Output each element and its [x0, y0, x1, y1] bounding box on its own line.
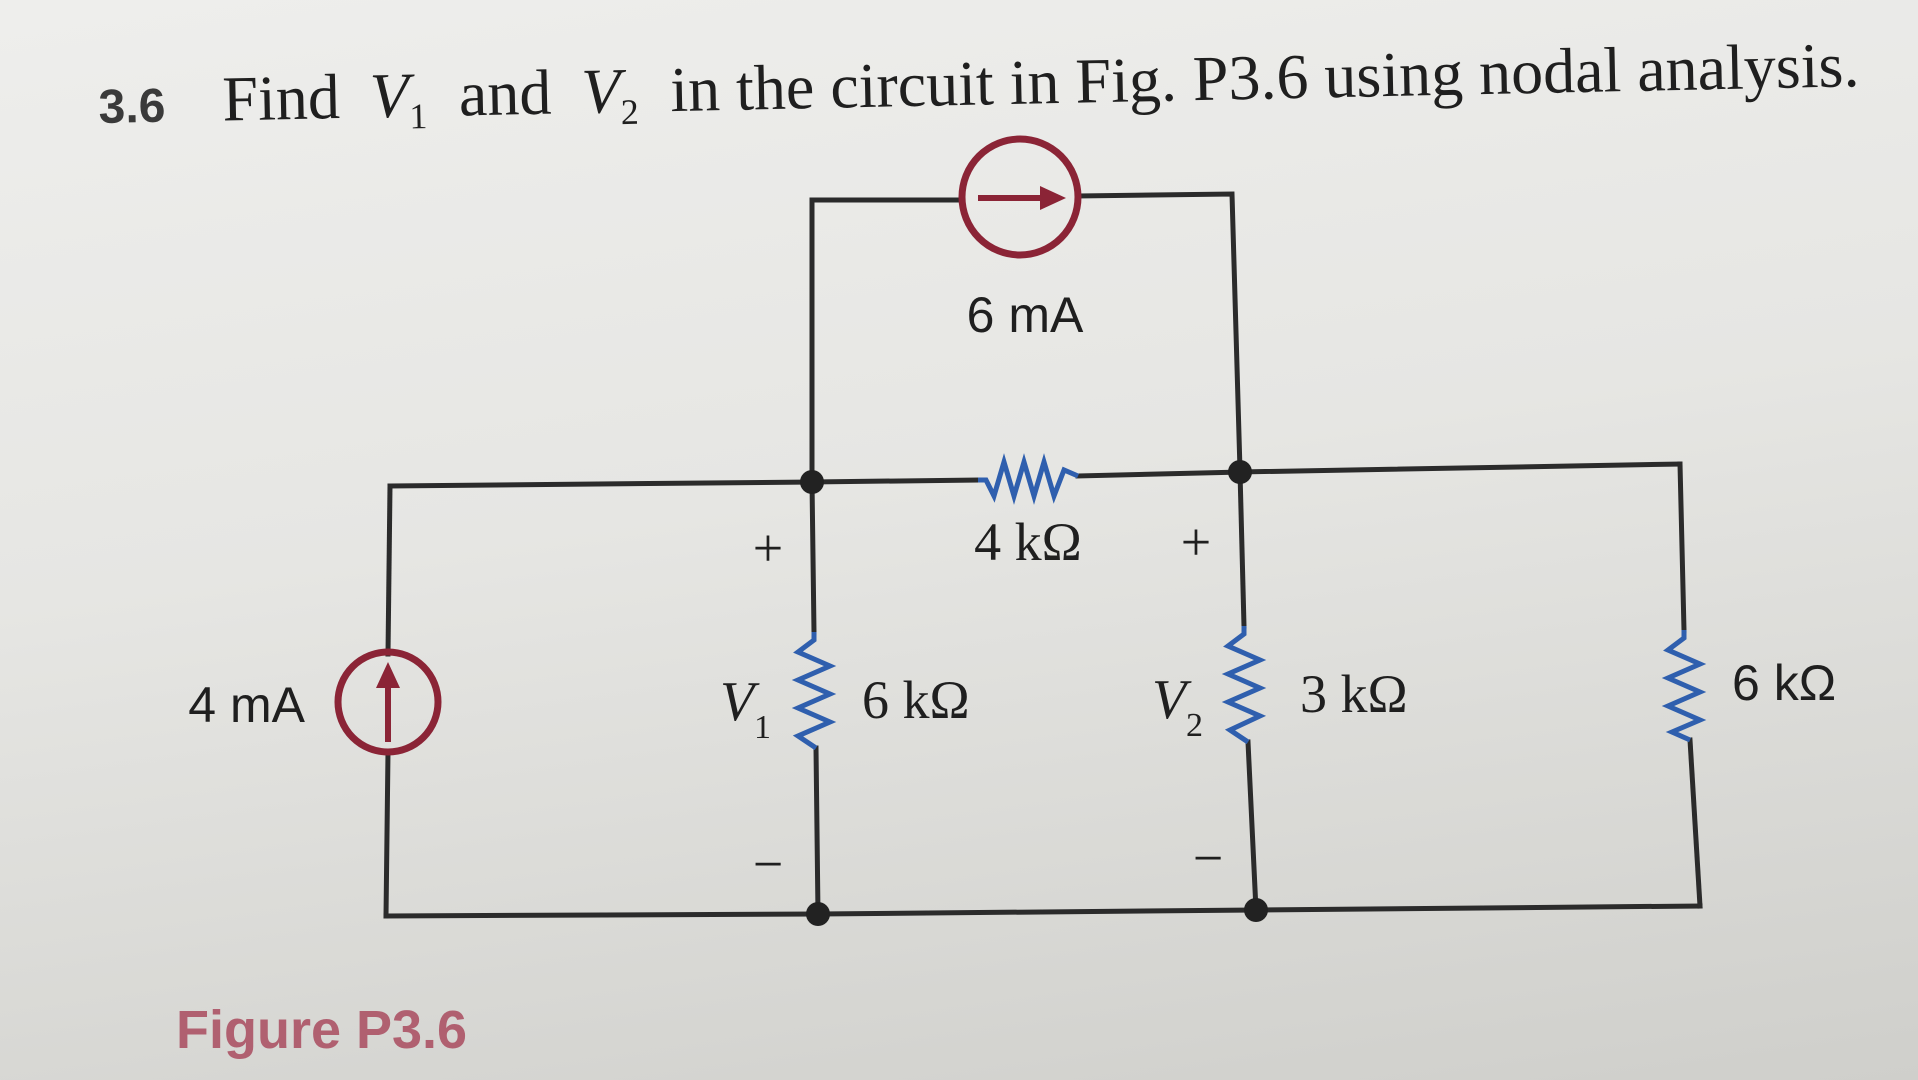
v1-minus-sign: − [753, 834, 783, 894]
v2-symbol: V [1152, 669, 1192, 731]
wire-right-lower [1687, 737, 1703, 909]
circuit-wires [383, 191, 1703, 919]
label-6ma: 6 mA [967, 287, 1084, 343]
current-source-4ma [334, 648, 442, 756]
wire-right-upper [1677, 461, 1687, 633]
label-3k-v2: 3 kΩ [1300, 664, 1408, 724]
problem-text-and: and [458, 57, 552, 130]
node-v2-bottom [1244, 898, 1268, 922]
wire-node1-left [387, 479, 815, 489]
v1-plus-sign: + [753, 518, 783, 578]
node-v2-top [1228, 460, 1252, 484]
wire-node2-right [1237, 461, 1683, 475]
node-v1-bottom [806, 902, 830, 926]
wire-top-left [809, 197, 965, 483]
resistor-4k [978, 453, 1079, 505]
v2-subscript: 2 [1186, 707, 1203, 744]
problem-statement: 3.6 Find V1 and V2 in the circuit in Fig… [98, 29, 1861, 146]
resistor-6k-v1 [791, 632, 837, 751]
problem-text-rest: in the circuit in Fig. P3.6 using nodal … [670, 29, 1860, 125]
problem-v1-sub: 1 [409, 96, 428, 136]
wire-v1-upper [809, 479, 817, 635]
label-4ma: 4 mA [188, 677, 305, 733]
label-4k: 4 kΩ [974, 512, 1082, 572]
v2-plus-sign: + [1181, 512, 1211, 572]
wire-v1-lower [813, 745, 821, 917]
v1-subscript: 1 [754, 709, 771, 746]
wire-left-upper [385, 483, 393, 657]
wire-v2-lower [1245, 739, 1259, 913]
label-6k-v1: 6 kΩ [862, 670, 970, 730]
arrowhead-right-icon [1040, 186, 1066, 210]
v1-symbol: V [720, 671, 760, 733]
current-source-6ma [958, 135, 1082, 259]
problem-text-find: Find [222, 61, 341, 134]
node-v1-top [800, 470, 824, 494]
figure-caption: Figure P3.6 [176, 1000, 467, 1060]
wire-v2-upper [1237, 469, 1247, 629]
wire-top-right [1075, 191, 1243, 473]
arrowhead-up-icon [376, 662, 400, 688]
label-6k-right: 6 kΩ [1732, 655, 1836, 711]
wire-node1-to-res [809, 477, 981, 485]
problem-v2-sub: 2 [620, 92, 639, 132]
v2-minus-sign: − [1193, 828, 1223, 888]
svg-text:Find V1 and: Find V1 and V2 in the circuit in Fig. P3… [222, 29, 1861, 146]
wire-bottom [383, 903, 1703, 919]
resistor-6k-right [1661, 630, 1707, 743]
problem-number: 3.6 [98, 80, 166, 134]
wire-res-to-node2 [1075, 469, 1243, 479]
resistor-3k-v2 [1221, 626, 1267, 745]
wire-left-lower [383, 749, 391, 919]
